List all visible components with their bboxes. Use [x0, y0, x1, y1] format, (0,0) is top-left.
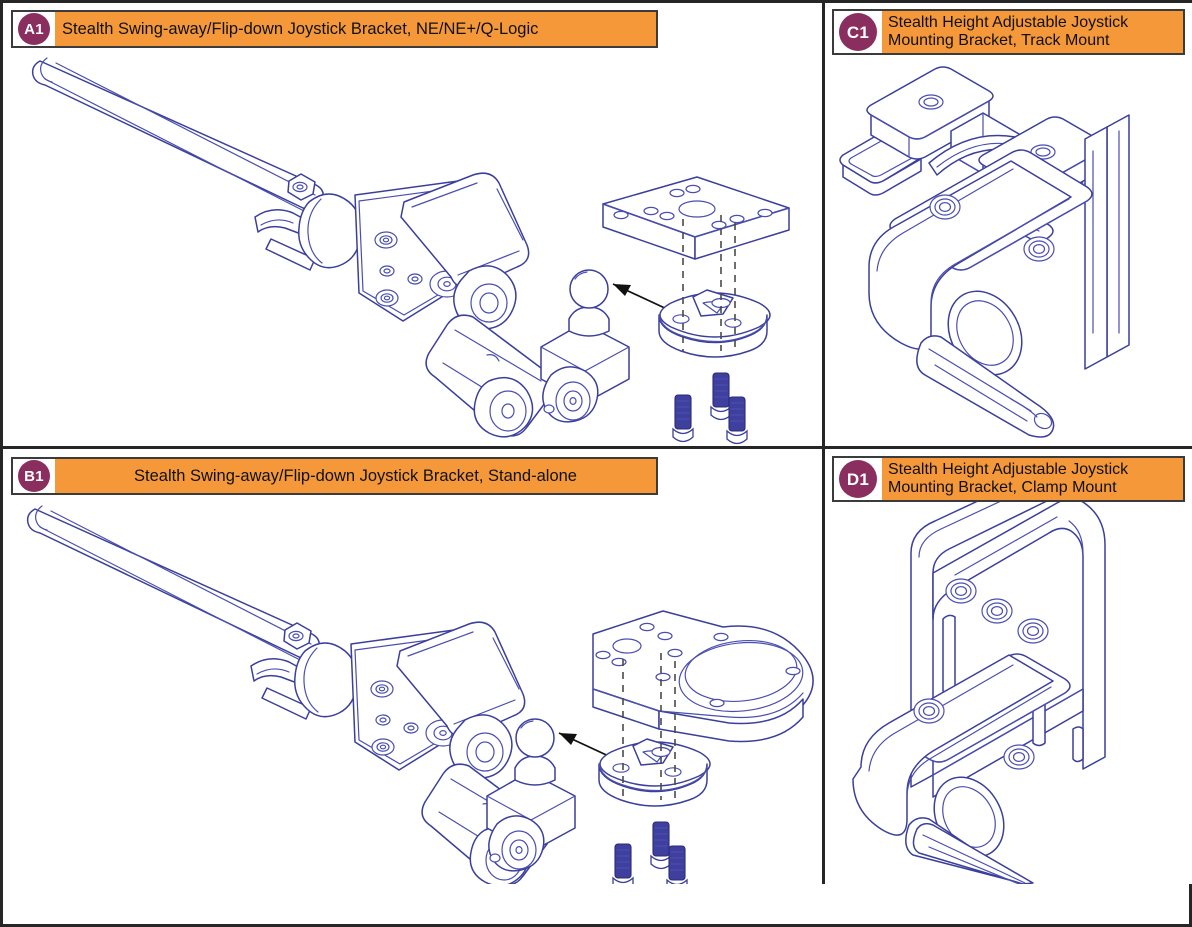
panel-c1-header: C1 Stealth Height Adjustable Joystick Mo…	[832, 9, 1185, 55]
tube-arm	[31, 57, 324, 214]
vertical-divider	[822, 3, 825, 884]
hex-screw-3	[666, 845, 688, 884]
panel-b1-badge-cell: B1	[13, 459, 55, 493]
panel-c1-illustration	[825, 3, 1192, 446]
ball-stud-mount	[540, 269, 630, 423]
panel-d1-badge: D1	[839, 460, 877, 498]
ball-swivel-joint	[298, 193, 362, 269]
panel-a1-title: Stealth Swing-away/Flip-down Joystick Br…	[62, 19, 539, 38]
panel-b1-header: B1 Stealth Swing-away/Flip-down Joystick…	[11, 457, 658, 495]
hex-screw-2	[650, 821, 672, 870]
panel-c1-badge-cell: C1	[834, 11, 882, 53]
kidney-mounting-plate-with-collar	[592, 610, 814, 743]
assembly-dashed-lines	[682, 215, 736, 351]
panel-d1-title-cell: Stealth Height Adjustable Joystick Mount…	[882, 458, 1183, 500]
round-socket-clamp-disc	[658, 289, 771, 358]
hex-screw-3	[726, 396, 748, 445]
panel-b1-title: Stealth Swing-away/Flip-down Joystick Br…	[134, 466, 577, 485]
panel-a1-header: A1 Stealth Swing-away/Flip-down Joystick…	[11, 10, 658, 48]
panel-d1: D1 Stealth Height Adjustable Joystick Mo…	[825, 449, 1192, 884]
panel-a1: A1 Stealth Swing-away/Flip-down Joystick…	[3, 3, 822, 446]
panel-b1: B1 Stealth Swing-away/Flip-down Joystick…	[3, 449, 822, 884]
tube-clamp-body	[852, 653, 1071, 858]
panel-b1-title-cell: Stealth Swing-away/Flip-down Joystick Br…	[55, 459, 656, 493]
panel-c1-title: Stealth Height Adjustable Joystick Mount…	[888, 14, 1129, 49]
panel-a1-title-cell: Stealth Swing-away/Flip-down Joystick Br…	[55, 12, 656, 46]
socket-head-screws	[929, 194, 1055, 262]
panel-d1-header: D1 Stealth Height Adjustable Joystick Mo…	[832, 456, 1185, 502]
assembly-dashed-lines	[622, 653, 676, 800]
round-socket-clamp-disc	[598, 738, 711, 807]
three-hole-screw-row	[945, 578, 1049, 644]
tube-clamp-body	[868, 149, 1093, 376]
hex-screw-2	[710, 372, 732, 421]
panel-a1-badge: A1	[18, 13, 50, 45]
tube-arm	[26, 505, 320, 663]
panel-b1-illustration	[3, 449, 822, 884]
vertical-slotted-rail	[1084, 114, 1130, 370]
panel-b1-badge: B1	[18, 460, 50, 492]
mid-pivot-boss	[449, 714, 513, 779]
panel-d1-title: Stealth Height Adjustable Joystick Mount…	[888, 461, 1129, 496]
hex-screw-1	[612, 843, 634, 884]
ball-stud-mount	[486, 718, 576, 872]
panel-d1-illustration	[825, 449, 1192, 884]
hex-screw-1	[672, 394, 694, 443]
panel-a1-illustration	[3, 3, 822, 446]
mid-pivot-boss	[453, 265, 517, 330]
panel-c1: C1 Stealth Height Adjustable Joystick Mo…	[825, 3, 1192, 446]
end-pivot-eye	[473, 376, 534, 438]
side-tab	[1072, 726, 1084, 763]
square-mounting-plate	[602, 176, 790, 260]
panel-c1-badge: C1	[839, 13, 877, 51]
lever-handle	[916, 335, 1055, 438]
panel-grid: A1 Stealth Swing-away/Flip-down Joystick…	[3, 3, 1192, 924]
panel-a1-badge-cell: A1	[13, 12, 55, 46]
horizontal-divider	[3, 446, 1192, 449]
panel-d1-badge-cell: D1	[834, 458, 882, 500]
socket-head-screws	[913, 698, 1035, 770]
panel-c1-title-cell: Stealth Height Adjustable Joystick Mount…	[882, 11, 1183, 53]
ball-swivel-joint	[294, 642, 358, 718]
upper-link-arm	[400, 172, 530, 289]
lever-handle	[905, 817, 1034, 884]
